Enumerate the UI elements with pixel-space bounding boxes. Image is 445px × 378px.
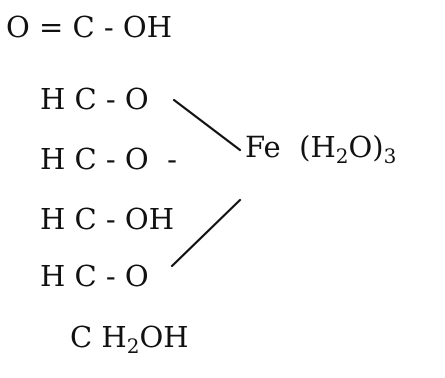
hydroxy-carbon-row-2: H C - O (40, 82, 149, 116)
hydroxy-carbon-row-3: H C - O - (40, 142, 177, 176)
carboxyl-row: O = C - OH (6, 10, 172, 44)
hydroxymethyl-row: C H2OH (70, 320, 189, 357)
bond-upper-o-to-fe (172, 98, 242, 152)
water-count: 3 (383, 144, 397, 168)
hydroxy-carbon-row-5: H C - O (40, 259, 149, 293)
water-open: (H (299, 130, 336, 164)
water-close: O) (348, 130, 384, 164)
hydroxy-carbon-row-4: H C - OH (40, 202, 174, 236)
iron-symbol: Fe (245, 130, 281, 164)
ch2oh-subscript: 2 (126, 334, 140, 358)
water-subscript: 2 (335, 144, 349, 168)
iron-water-complex: Fe (H2O)3 (245, 130, 396, 167)
ch2oh-suffix: OH (139, 320, 189, 354)
bond-lower-o-to-fe (170, 198, 242, 268)
ch2oh-prefix: C H (70, 320, 127, 354)
